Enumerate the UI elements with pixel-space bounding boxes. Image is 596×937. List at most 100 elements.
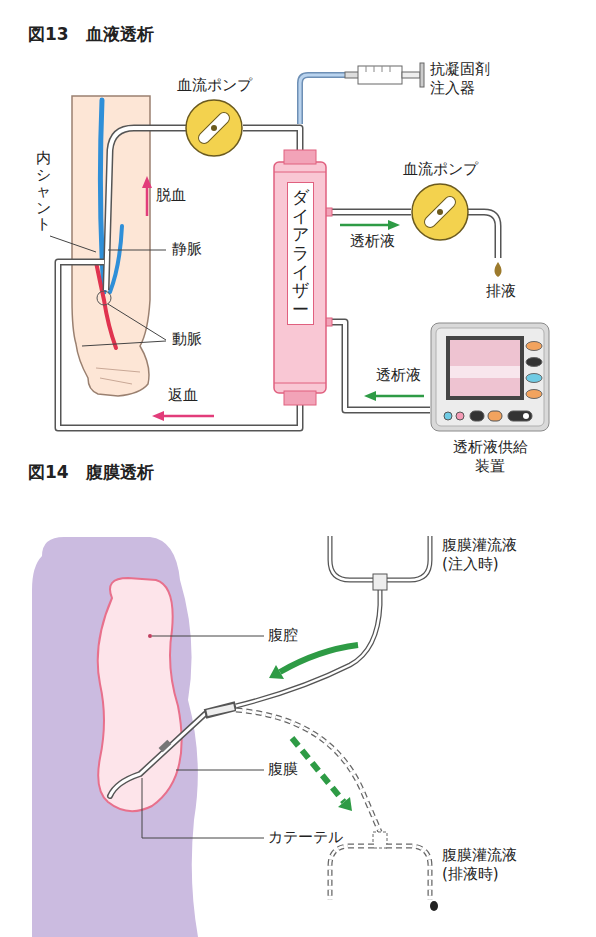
unit-button	[526, 390, 542, 399]
edge-label: 透析液	[348, 232, 397, 251]
unit-screen	[450, 366, 520, 378]
tube-core	[328, 322, 430, 410]
return-tube	[58, 262, 300, 428]
pump-hub	[437, 209, 443, 215]
tube-connector	[328, 322, 430, 410]
infusion-arrow	[280, 645, 358, 672]
infusion-tube	[236, 590, 380, 706]
pump-rotor	[422, 194, 458, 230]
syringe-thumb	[420, 63, 424, 87]
flow-arrowhead	[364, 391, 376, 401]
leader-dot	[148, 634, 152, 638]
unit-housing	[431, 323, 549, 431]
node-text: ダイアライザー	[292, 188, 309, 319]
part-label: 動脈	[172, 330, 202, 349]
part-label: 腹腔	[268, 626, 298, 645]
supply-unit-shape	[430, 322, 550, 432]
unit-panel	[436, 328, 544, 426]
tube-outline	[328, 209, 411, 216]
blood-pump: 血流ポンプ	[174, 76, 255, 157]
catheter-cuff	[159, 740, 172, 753]
tube-outline	[243, 128, 300, 150]
bag-line	[330, 536, 430, 580]
bag-connector	[373, 832, 387, 848]
pump-shape	[411, 183, 469, 241]
pump-body	[412, 184, 468, 240]
syringe-tube	[300, 75, 345, 124]
syringe-barrel	[358, 66, 402, 84]
syringe-tip	[345, 72, 359, 78]
blood-pump: 血流ポンプ	[400, 160, 481, 241]
shunt-marker	[97, 291, 111, 305]
drain-drop	[495, 262, 502, 277]
infusion-tube	[236, 590, 380, 706]
part-label: 腹膜灌流液 (排液時)	[442, 846, 522, 884]
dialyzer-cap	[284, 391, 316, 405]
blood-tube	[106, 128, 186, 290]
catheter	[110, 714, 205, 796]
catheter-connector	[205, 706, 236, 714]
flow-label: 排液	[486, 282, 516, 301]
unit-knob	[444, 412, 452, 420]
body	[32, 537, 198, 937]
finger-line	[96, 368, 140, 384]
tube-core	[243, 128, 300, 150]
flow-arrow	[340, 224, 390, 227]
bag-line-dashed	[330, 846, 430, 900]
part-label: カテーテル	[268, 828, 343, 847]
unit-screen	[450, 340, 520, 396]
bag-line-dashed	[330, 846, 430, 900]
flow-arrowhead	[388, 220, 400, 230]
figure-title: 図13 血液透析	[28, 24, 154, 45]
unit-button	[526, 358, 542, 367]
vein	[110, 226, 122, 292]
part-label: 静脈	[172, 240, 202, 259]
drain-arrow	[292, 738, 344, 802]
infusion-arrowhead	[269, 665, 284, 679]
unit-switch	[508, 411, 532, 421]
pump-rotor	[196, 110, 232, 146]
drain-tube-dashed	[236, 710, 380, 832]
part-label: 腹膜	[268, 760, 298, 779]
leader-line	[108, 250, 166, 251]
drain-tube	[468, 212, 498, 258]
return-tube	[58, 262, 300, 428]
flow-arrow	[374, 395, 424, 398]
edge-label: 透析液	[374, 366, 423, 385]
dialyzer-band	[274, 172, 326, 383]
part-label: 腹膜灌流液 (注入時)	[442, 536, 522, 574]
tube-outline	[328, 322, 430, 410]
syringe-tube	[300, 75, 345, 124]
dialyzer: ダイアライザー	[272, 150, 328, 405]
syringe-plunger	[402, 72, 420, 78]
unit-switch	[470, 411, 484, 421]
drain-drop	[430, 901, 438, 911]
dialyzer-label-box: ダイアライザー	[287, 182, 314, 325]
pump-body	[186, 100, 242, 156]
dialysate-supply-unit: 透析液供給 装置	[430, 322, 550, 476]
drain-arrowhead	[338, 797, 352, 811]
unit-caption: 透析液供給 装置	[450, 438, 530, 476]
blood-arrowhead	[142, 176, 152, 188]
blood-arrowhead	[152, 411, 164, 421]
node-text: 透析液供給 装置	[450, 438, 530, 476]
node-text: 血流ポンプ	[174, 76, 255, 95]
drain-tube	[468, 212, 498, 258]
leader-line	[82, 304, 166, 346]
flow-label: 脱血	[156, 186, 186, 205]
blood-arrow	[162, 415, 214, 418]
part-label: 内シャント	[36, 150, 51, 233]
bag-line	[330, 536, 430, 580]
catheter-connector	[207, 707, 234, 713]
blood-tube	[106, 128, 186, 290]
blood-arrow	[146, 186, 149, 216]
part-label: 抗凝固剤 注入器	[430, 60, 495, 98]
node-text: 血流ポンプ	[400, 160, 481, 179]
drain-tube-dashed	[236, 710, 380, 832]
tube-connector	[243, 128, 300, 150]
pump-shape	[185, 99, 243, 157]
catheter	[110, 714, 205, 796]
dialyzer-cap	[284, 150, 316, 164]
